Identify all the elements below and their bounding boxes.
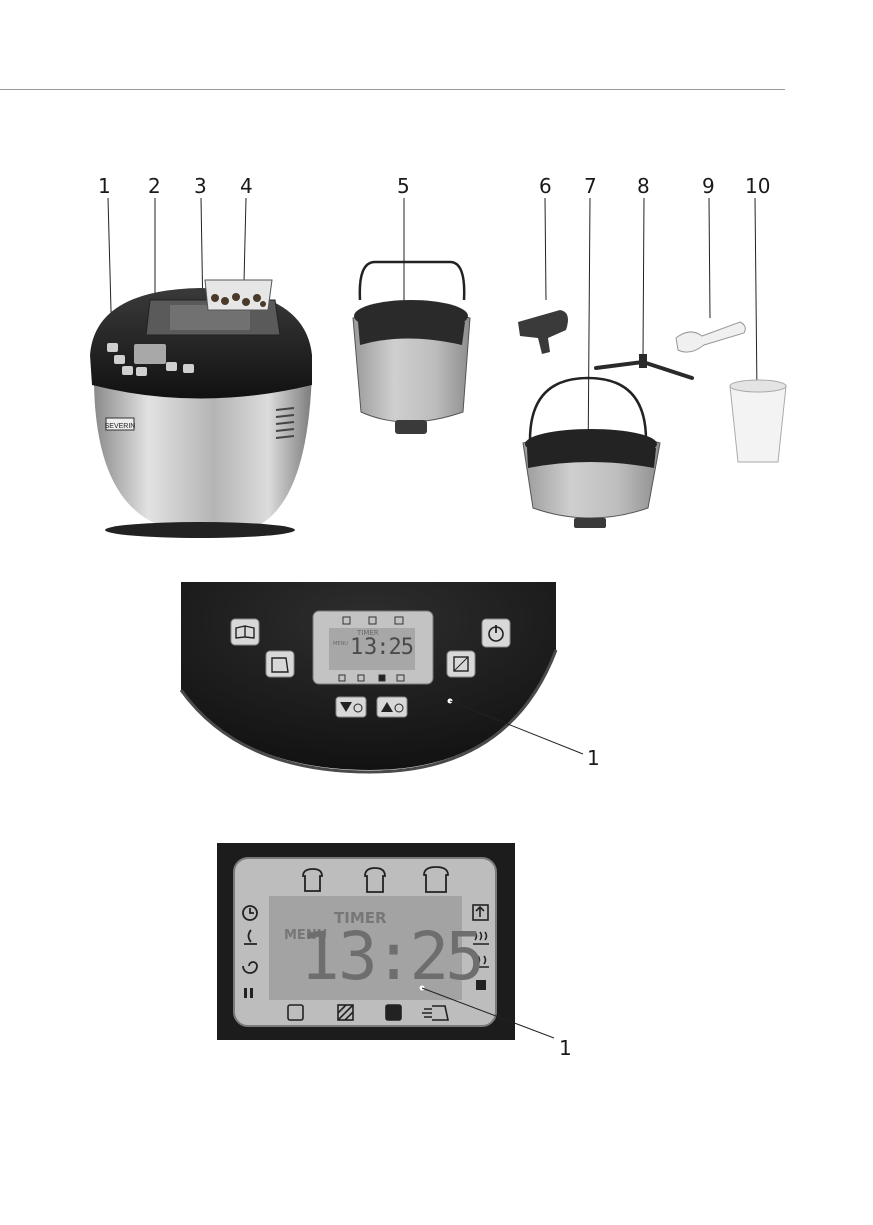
- detail-time: 3:25: [338, 922, 481, 992]
- measuring-cup: [730, 380, 786, 462]
- panel-program-number: 1: [350, 636, 363, 660]
- detail-program-number: 1: [300, 922, 340, 992]
- control-panel-figure: [181, 582, 583, 772]
- panel-callout-1: 1: [587, 748, 600, 768]
- panel-time: 3:25: [364, 636, 413, 660]
- dark-crust-icon: [386, 1005, 401, 1020]
- panel-menu-label: MENU: [333, 641, 348, 647]
- detail-callout-1: 1: [559, 1038, 572, 1058]
- bread-maker: SEVERIN: [90, 280, 312, 538]
- measuring-spoon: [676, 322, 745, 352]
- kneading-blade: [596, 354, 692, 378]
- baking-pan-large: [353, 262, 470, 434]
- baking-pan-round: [523, 378, 660, 528]
- loaf-size-button[interactable]: [266, 651, 294, 677]
- kneading-paddle: [518, 310, 568, 354]
- brand-badge: SEVERIN: [105, 423, 136, 430]
